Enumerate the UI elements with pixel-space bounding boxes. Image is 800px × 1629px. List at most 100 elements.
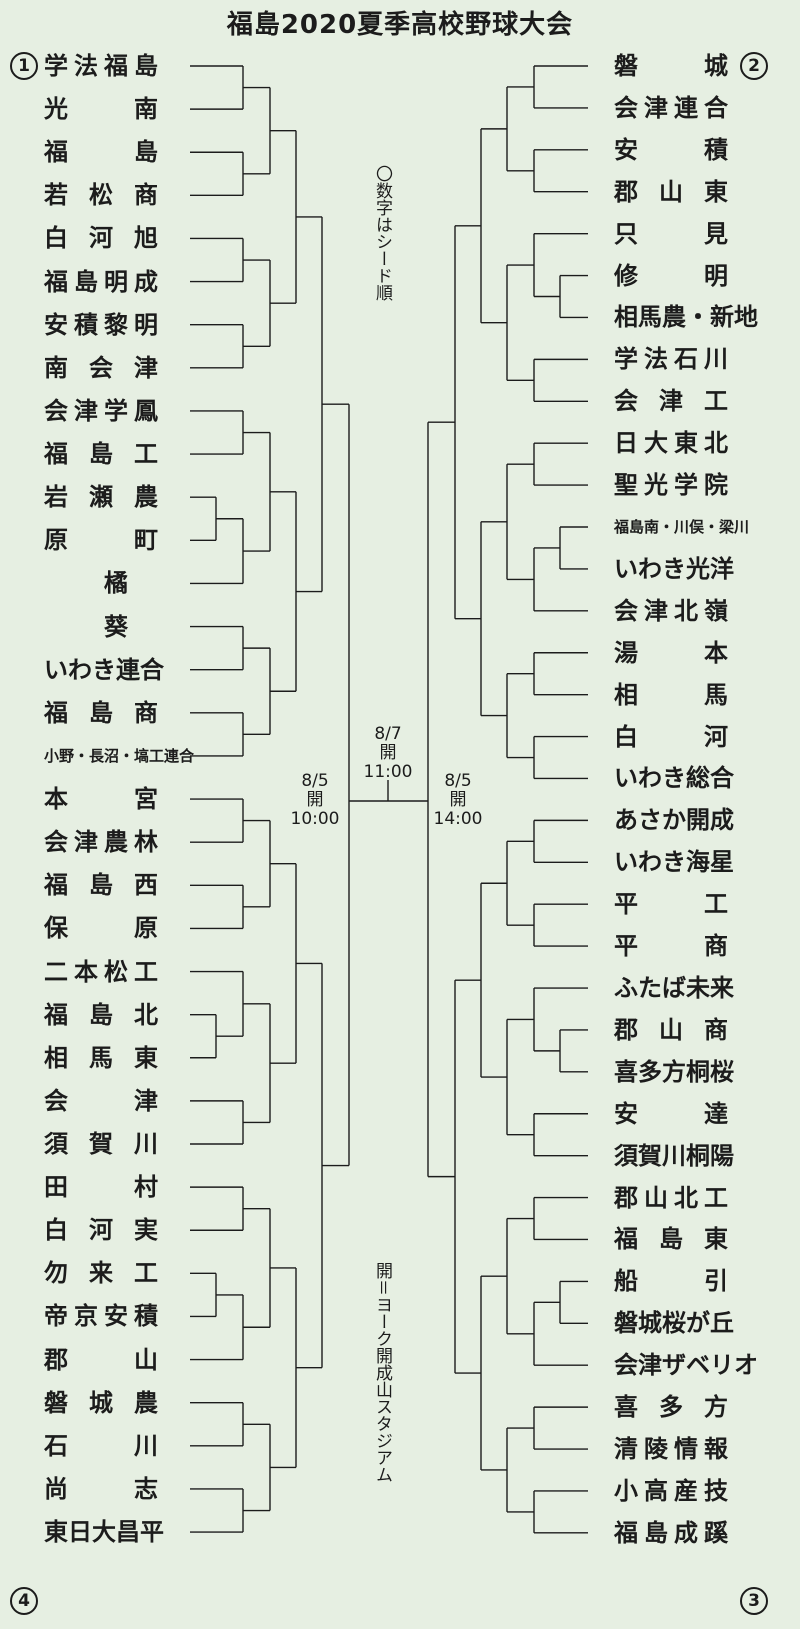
team-r-7: 相馬農・新地 bbox=[614, 297, 764, 337]
team-name: 只 見 bbox=[614, 219, 734, 248]
team-r-16: 相 馬 bbox=[614, 675, 764, 715]
team-l-15: いわき連合 bbox=[44, 650, 194, 690]
team-name: 福島明成 bbox=[44, 267, 164, 296]
final-date: 8/7 bbox=[374, 724, 402, 744]
team-name: 帝京安積 bbox=[44, 1302, 164, 1331]
team-r-24: 郡山商 bbox=[614, 1010, 764, 1050]
team-r-26: 安 達 bbox=[614, 1094, 764, 1134]
team-r-33: 喜多方 bbox=[614, 1387, 764, 1427]
team-name: 平 工 bbox=[614, 890, 734, 919]
team-name: 福島成蹊 bbox=[614, 1518, 734, 1547]
team-l-4: 若松商 bbox=[44, 175, 194, 215]
team-name: 白 河 bbox=[614, 722, 734, 751]
team-l-17: 小野・長沼・塙工連合 bbox=[44, 736, 194, 776]
team-l-35: 東日大昌平 bbox=[44, 1512, 194, 1552]
team-l-18: 本 宮 bbox=[44, 779, 194, 819]
team-name: 磐 城 bbox=[614, 52, 734, 80]
team-name: 会津ザベリオ bbox=[614, 1351, 758, 1380]
team-name: 会津農林 bbox=[44, 828, 164, 857]
team-name: 相馬東 bbox=[44, 1043, 179, 1072]
team-name: 日大東北 bbox=[614, 429, 734, 458]
semi-left-date: 8/5 bbox=[301, 771, 329, 791]
team-name: 郡山商 bbox=[614, 1015, 749, 1044]
team-name: 平 商 bbox=[614, 932, 734, 961]
team-name: 郡山北工 bbox=[614, 1183, 734, 1212]
team-l-1: 学法福島 bbox=[44, 46, 194, 86]
team-name: いわき連合 bbox=[44, 655, 164, 684]
team-name: 修 明 bbox=[614, 261, 734, 290]
team-l-7: 安積黎明 bbox=[44, 305, 194, 345]
team-l-21: 保 原 bbox=[44, 908, 194, 948]
semi-right-venue: 開 bbox=[449, 790, 467, 810]
team-name: 相 馬 bbox=[614, 680, 734, 709]
team-r-30: 船 引 bbox=[614, 1261, 764, 1301]
team-r-36: 福島成蹊 bbox=[614, 1513, 764, 1553]
team-r-17: 白 河 bbox=[614, 717, 764, 757]
team-l-33: 石 川 bbox=[44, 1426, 194, 1466]
team-r-8: 学法石川 bbox=[614, 339, 764, 379]
team-name: 喜多方 bbox=[614, 1393, 749, 1422]
team-name: 勿来工 bbox=[44, 1259, 179, 1288]
team-l-8: 南会津 bbox=[44, 348, 194, 388]
team-l-6: 福島明成 bbox=[44, 262, 194, 302]
team-name: 葵 bbox=[104, 612, 128, 641]
team-name: 会津北嶺 bbox=[614, 596, 734, 625]
team-r-20: いわき海星 bbox=[614, 842, 764, 882]
team-l-31: 郡 山 bbox=[44, 1340, 194, 1380]
team-r-3: 安 積 bbox=[614, 130, 764, 170]
team-name: 清陵情報 bbox=[614, 1435, 734, 1464]
team-r-22: 平 商 bbox=[614, 926, 764, 966]
final-time: 11:00 bbox=[363, 762, 413, 782]
team-name: 二本松工 bbox=[44, 957, 164, 986]
team-name: 会 津 bbox=[44, 1086, 164, 1115]
team-r-5: 只 見 bbox=[614, 214, 764, 254]
team-l-25: 会 津 bbox=[44, 1081, 194, 1121]
team-l-3: 福 島 bbox=[44, 132, 194, 172]
team-l-22: 二本松工 bbox=[44, 952, 194, 992]
semi-right-schedule: 8/5 開 14:00 bbox=[418, 772, 498, 829]
team-name: 郡 山 bbox=[44, 1345, 164, 1374]
team-l-13: 橘 bbox=[44, 563, 194, 603]
team-r-31: 磐城桜が丘 bbox=[614, 1303, 764, 1343]
team-l-14: 葵 bbox=[44, 607, 194, 647]
team-name: 福島東 bbox=[614, 1225, 749, 1254]
team-r-32: 会津ザベリオ bbox=[614, 1345, 764, 1385]
team-name: 光 南 bbox=[44, 95, 164, 124]
team-name: 磐城農 bbox=[44, 1388, 179, 1417]
team-name: 安 積 bbox=[614, 135, 734, 164]
team-l-24: 相馬東 bbox=[44, 1038, 194, 1078]
team-name: 尚 志 bbox=[44, 1474, 164, 1503]
team-r-29: 福島東 bbox=[614, 1219, 764, 1259]
team-r-35: 小高産技 bbox=[614, 1471, 764, 1511]
team-name: 喜多方桐桜 bbox=[614, 1057, 734, 1086]
team-name: 安積黎明 bbox=[44, 310, 164, 339]
team-name: 若松商 bbox=[44, 181, 179, 210]
seed-mark-4: 4 bbox=[10, 1587, 38, 1615]
team-name: 相馬農・新地 bbox=[614, 303, 758, 332]
team-name: いわき海星 bbox=[614, 848, 734, 877]
team-name: 磐城桜が丘 bbox=[614, 1309, 734, 1338]
team-name: 福島工 bbox=[44, 440, 179, 469]
semi-left-time: 10:00 bbox=[290, 809, 340, 829]
team-name: 学法石川 bbox=[614, 345, 734, 374]
team-name: 学法福島 bbox=[44, 52, 164, 80]
team-r-14: 会津北嶺 bbox=[614, 591, 764, 631]
team-name: 南会津 bbox=[44, 353, 179, 382]
team-l-5: 白河旭 bbox=[44, 218, 194, 258]
team-r-19: あさか開成 bbox=[614, 800, 764, 840]
team-name: 会津連合 bbox=[614, 93, 734, 122]
team-l-9: 会津学鳳 bbox=[44, 391, 194, 431]
team-r-4: 郡山東 bbox=[614, 172, 764, 212]
team-name: いわき光洋 bbox=[614, 554, 734, 583]
team-name: 福島南・川俣・梁川 bbox=[614, 518, 750, 536]
team-name: 小高産技 bbox=[614, 1476, 734, 1505]
team-r-6: 修 明 bbox=[614, 256, 764, 296]
team-r-27: 須賀川桐陽 bbox=[614, 1136, 764, 1176]
team-name: 福島北 bbox=[44, 1000, 179, 1029]
team-r-9: 会津工 bbox=[614, 381, 764, 421]
seed-mark-1: 1 bbox=[10, 52, 38, 80]
team-name: 保 原 bbox=[44, 914, 164, 943]
team-l-26: 須賀川 bbox=[44, 1124, 194, 1164]
team-name: 小野・長沼・塙工連合 bbox=[44, 746, 195, 765]
team-name: 白河旭 bbox=[44, 224, 179, 253]
